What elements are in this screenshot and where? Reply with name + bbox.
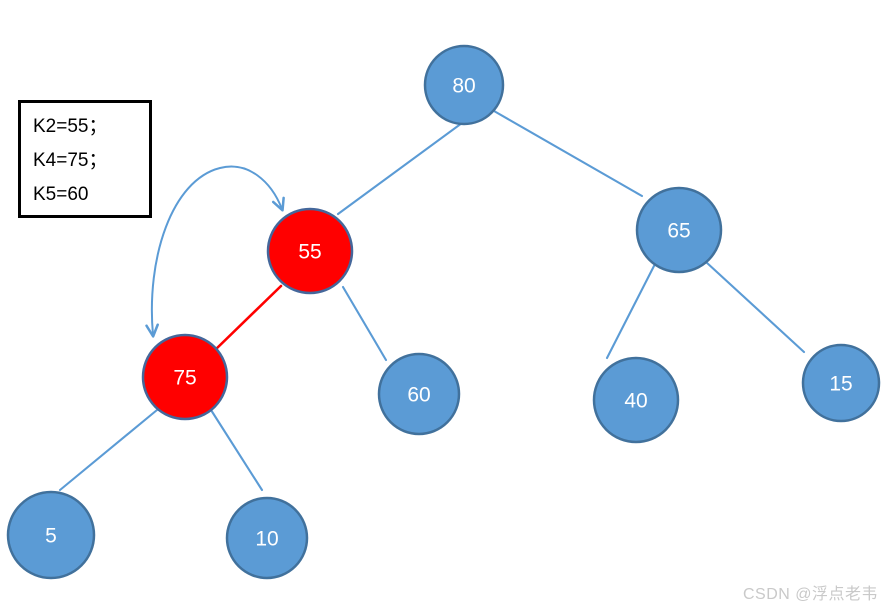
node-circle-75: [141, 333, 229, 421]
tree-node-60: 60: [377, 352, 461, 436]
tree-node-75: 75: [141, 333, 229, 421]
tree-node-55: 55: [266, 207, 354, 295]
node-circle-65: [635, 186, 723, 274]
note-line-k2: K2=55；: [33, 116, 108, 137]
edge-80-65: [492, 109, 644, 198]
edge-55-75: [212, 284, 283, 353]
swap-arrow-layer: [145, 165, 285, 338]
tree-node-80: 80: [423, 44, 505, 126]
edge-75-10: [209, 408, 264, 492]
node-circle-60: [377, 352, 461, 436]
node-circle-15: [801, 343, 881, 423]
node-circle-40: [592, 356, 680, 444]
edge-80-55: [336, 121, 464, 216]
tree-node-15: 15: [801, 343, 881, 423]
assignment-note-box: K2=55； K4=75； K5=60: [18, 100, 152, 218]
tree-node-40: 40: [592, 356, 680, 444]
watermark: CSDN @浮点老韦: [742, 586, 878, 603]
edge-65-40: [605, 262, 657, 360]
edges-layer: [58, 109, 806, 492]
node-circle-10: [225, 496, 309, 580]
node-circle-80: [423, 44, 505, 126]
node-circle-5: [6, 490, 96, 580]
tree-node-5: 5: [6, 490, 96, 580]
note-line-k4: K4=75；: [33, 150, 108, 171]
note-line-k5: K5=60: [33, 184, 89, 205]
node-circle-55: [266, 207, 354, 295]
edge-75-5: [58, 408, 159, 492]
tree-node-10: 10: [225, 496, 309, 580]
edge-65-15: [704, 260, 806, 354]
edge-55-60: [341, 285, 388, 362]
swap-arrow-75-55: [145, 165, 285, 338]
tree-node-65: 65: [635, 186, 723, 274]
